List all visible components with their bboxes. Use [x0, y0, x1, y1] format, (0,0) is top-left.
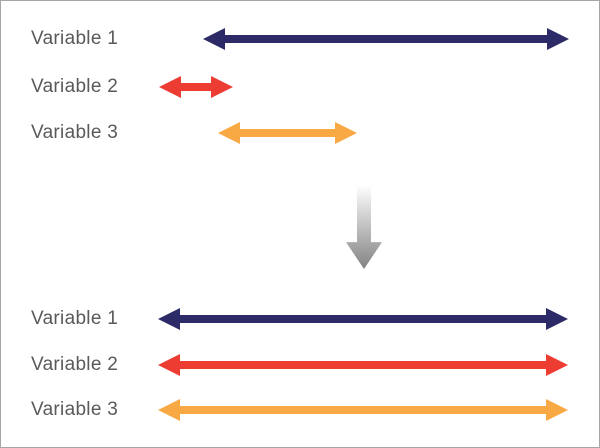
- variable-label: Variable 2: [31, 354, 119, 375]
- arrow-right-head-icon: [546, 399, 568, 421]
- variable-label: Variable 3: [31, 122, 119, 143]
- variable-label: Variable 3: [31, 399, 119, 420]
- variable-row: Variable 3: [1, 399, 599, 421]
- variable-label: Variable 2: [31, 76, 119, 97]
- arrow-left-head-icon: [218, 122, 240, 144]
- down-arrow-icon: [346, 185, 382, 269]
- arrow-right-head-icon: [546, 308, 568, 330]
- arrow-shaft: [238, 129, 337, 137]
- arrow-left-head-icon: [203, 28, 225, 50]
- variable-row: Variable 2: [1, 76, 599, 98]
- variable-row: Variable 2: [1, 354, 599, 376]
- variable-row: Variable 1: [1, 308, 599, 330]
- variable-range-arrow: [158, 354, 568, 376]
- variable-row: Variable 3: [1, 122, 599, 144]
- variable-range-arrow: [159, 76, 233, 98]
- arrow-right-head-icon: [547, 28, 569, 50]
- arrow-left-head-icon: [158, 354, 180, 376]
- arrow-shaft: [178, 406, 548, 414]
- variable-range-arrow: [218, 122, 357, 144]
- arrow-shaft: [178, 361, 548, 369]
- arrow-right-head-icon: [546, 354, 568, 376]
- variable-range-arrow: [158, 399, 568, 421]
- arrow-left-head-icon: [158, 399, 180, 421]
- arrow-right-head-icon: [211, 76, 233, 98]
- arrow-left-head-icon: [159, 76, 181, 98]
- variable-label: Variable 1: [31, 308, 119, 329]
- arrow-left-head-icon: [158, 308, 180, 330]
- variable-row: Variable 1: [1, 28, 599, 50]
- variable-range-arrow: [158, 308, 568, 330]
- arrow-shaft: [178, 315, 548, 323]
- arrow-shaft: [179, 83, 213, 91]
- arrow-right-head-icon: [335, 122, 357, 144]
- variable-label: Variable 1: [31, 28, 119, 49]
- arrow-shaft: [223, 35, 549, 43]
- variable-range-arrow: [203, 28, 569, 50]
